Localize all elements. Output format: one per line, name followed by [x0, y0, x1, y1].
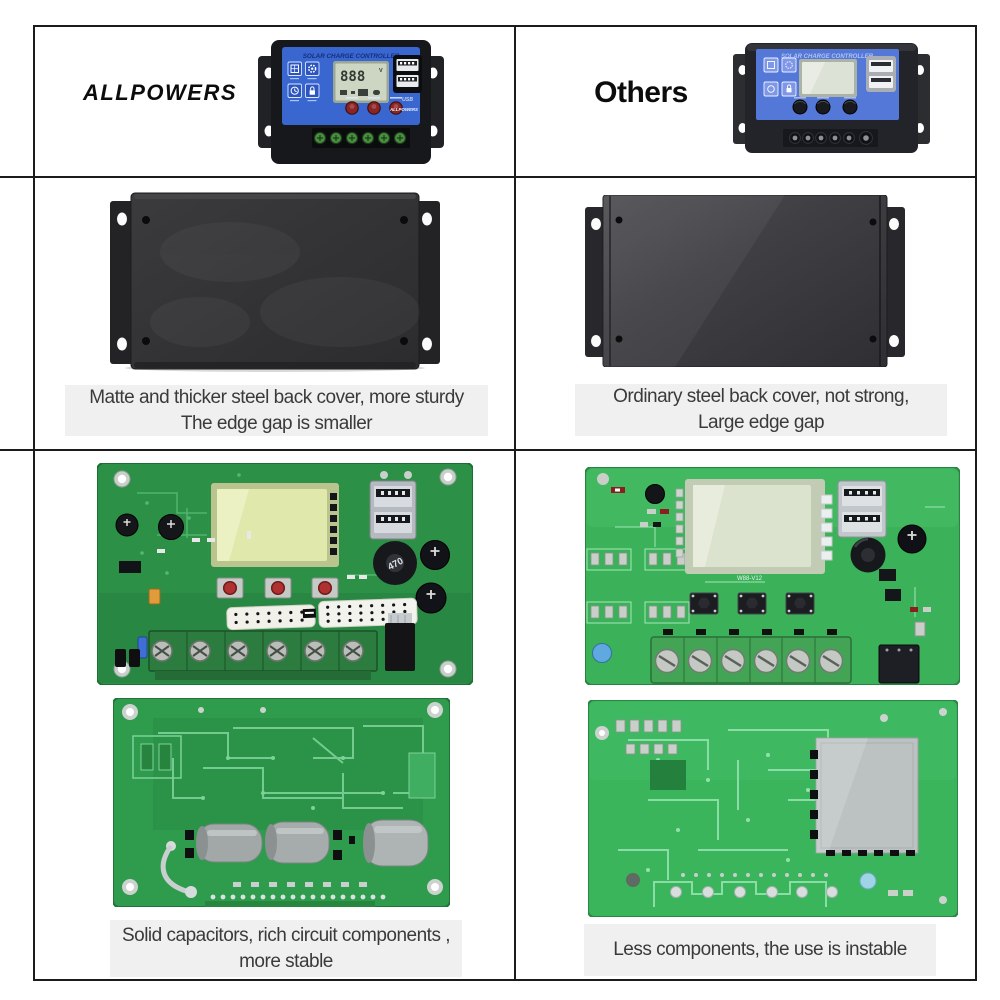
brand-logo: ALLPOWERS	[82, 80, 238, 105]
caption-pcb-others: Less components, the use is instable	[584, 924, 936, 976]
mounting-flanges	[110, 201, 440, 364]
tactile-buttons	[216, 577, 339, 599]
function-icons	[287, 61, 320, 102]
control-buttons	[345, 97, 403, 115]
silk-outline	[132, 735, 436, 799]
lcd-module	[675, 479, 833, 574]
lcd-display	[799, 59, 857, 97]
controller-title: SOLAR CHARGE CONTROLLER	[781, 54, 874, 60]
output-module	[878, 644, 920, 684]
electrolytic-capacitors	[115, 513, 450, 614]
brand-badge: ALLPOWERS	[389, 107, 418, 112]
caption-line: more stable	[239, 950, 333, 972]
usb-ports	[369, 480, 417, 540]
allpowers-pcb-back-photo	[113, 698, 450, 907]
mounting-hole	[597, 473, 609, 485]
empty-pads-left	[586, 548, 690, 624]
solid-capacitors	[196, 819, 429, 867]
usb-ports: USB	[393, 55, 422, 103]
caption-back-cover-others: Ordinary steel back cover, not strong, L…	[575, 384, 947, 436]
usb-ports	[866, 56, 896, 92]
pcb-silkscreen-label: W88-V12	[737, 576, 763, 582]
heatsink-plate	[810, 737, 919, 856]
solder-wire	[160, 841, 197, 898]
caption-line: Ordinary steel back cover, not strong,	[613, 386, 909, 407]
allpowers-controller-photo: SOLAR CHARGE CONTROLLER 888 V	[258, 40, 444, 164]
allpowers-back-cover-photo	[110, 192, 440, 372]
ground-plane-patch	[650, 760, 686, 790]
steel-back-plate	[130, 192, 420, 370]
control-buttons	[792, 97, 858, 115]
small-components-top-left	[611, 484, 669, 527]
caption-line: Less components, the use is instable	[613, 939, 907, 960]
blue-component	[592, 643, 612, 663]
caption-line: Large edge gap	[697, 412, 825, 433]
caption-line: The edge gap is smaller	[180, 412, 373, 434]
corner-screw-holes	[615, 216, 877, 343]
caption-back-cover-allpowers: Matte and thicker steel back cover, more…	[65, 385, 488, 436]
others-pcb-back-photo	[588, 700, 958, 917]
others-pcb-front-photo: W88-V12	[585, 467, 960, 685]
grid-divider-vertical	[514, 25, 516, 981]
lcd-value: 888	[340, 69, 365, 85]
solder-pads-bottom	[626, 872, 913, 898]
solar-panel-icon	[763, 57, 779, 73]
lcd-module	[211, 483, 339, 567]
capacitor	[897, 524, 927, 554]
lcd-unit: V	[379, 68, 383, 74]
caption-line: Matte and thicker steel back cover, more…	[89, 386, 464, 408]
smd-resistors	[157, 531, 367, 579]
terminal-block	[650, 629, 852, 684]
terminal-screws	[312, 128, 410, 148]
solder-pads-row	[205, 882, 386, 907]
usb-ports	[837, 480, 887, 538]
allpowers-pcb-front-photo: 470	[97, 463, 473, 685]
grid-outer-border	[33, 25, 977, 981]
steel-back-plate	[602, 195, 888, 367]
terminal-block	[148, 630, 378, 680]
controller-title: SOLAR CHARGE CONTROLLER	[303, 53, 400, 60]
others-controller-photo: SOLAR CHARGE CONTROLLER	[733, 43, 930, 153]
inductor	[850, 537, 886, 573]
ic-chip	[119, 561, 141, 573]
led-component	[148, 588, 161, 605]
mounting-holes	[122, 702, 443, 895]
usb-logo: USB	[402, 97, 413, 103]
grid-divider-row2	[0, 449, 977, 451]
competitor-label: Others	[594, 76, 688, 109]
pads-top-left	[615, 719, 682, 755]
gear-icon	[781, 57, 797, 73]
toroid-inductor: 470	[373, 541, 417, 585]
mosfet	[385, 613, 415, 671]
pcb-traces	[158, 725, 428, 809]
tactile-buttons	[689, 592, 815, 615]
transistor	[879, 569, 896, 581]
lcd-status-icons	[340, 89, 380, 96]
smd-cluster-right	[885, 589, 931, 637]
capacitor-pins	[185, 830, 355, 860]
corner-screw-holes	[142, 216, 408, 345]
terminal-screws	[783, 129, 878, 147]
others-back-cover-photo	[585, 195, 905, 367]
function-icons	[763, 57, 797, 97]
lcd-display: 888 V	[333, 61, 389, 103]
jumper-component	[137, 636, 148, 659]
small-capacitors	[115, 649, 140, 667]
clock-icon	[763, 81, 779, 97]
mounting-holes	[595, 708, 947, 904]
grid-divider-row1	[0, 176, 977, 178]
caption-pcb-allpowers: Solid capacitors, rich circuit component…	[110, 920, 462, 977]
caption-line: Solid capacitors, rich circuit component…	[121, 924, 451, 946]
